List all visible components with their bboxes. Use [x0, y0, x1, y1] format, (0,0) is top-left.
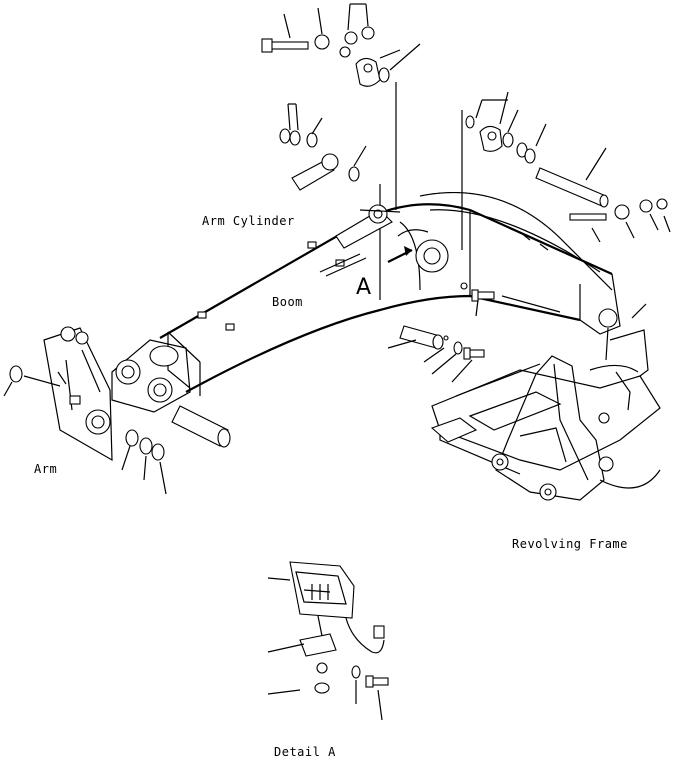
top-shim: [378, 67, 390, 83]
revolving-frame-label: Revolving Frame: [512, 537, 628, 551]
top-bolt: [267, 41, 309, 50]
work-lamp: [289, 561, 355, 619]
top-washer-3: [339, 46, 351, 58]
boom-label: Boom: [272, 295, 303, 309]
detail-a-label: Detail A: [274, 745, 336, 759]
boom-tip: [111, 339, 231, 448]
arm-pin: [171, 405, 229, 447]
detail-a-assembly: [267, 561, 389, 721]
boom-foot-pin: [535, 167, 607, 207]
top-bolt-head: [261, 38, 273, 53]
top-bushing-hole: [363, 63, 373, 73]
top-hardware-group: [261, 3, 421, 210]
arm-cylinder-label: Arm Cylinder: [202, 214, 295, 228]
boom-cylinder-pin-group: [387, 282, 561, 383]
arm-cylinder-pin-group: [279, 103, 381, 210]
arm-assembly: [3, 326, 167, 495]
arm-shim: [9, 365, 23, 383]
boom-foot-boss: [598, 308, 618, 328]
arm-label: Arm: [34, 462, 57, 476]
lamp-connector: [373, 625, 385, 639]
right-top-hardware-group: [461, 91, 671, 250]
lamp-bracket: [299, 633, 337, 657]
top-nut: [314, 34, 330, 50]
revolving-frame: [430, 303, 661, 501]
right-bolt: [569, 213, 607, 221]
top-washer-2: [361, 26, 375, 40]
boom-assembly: [159, 191, 621, 396]
top-washer-1: [344, 31, 358, 45]
view-marker-label: A: [356, 275, 371, 300]
